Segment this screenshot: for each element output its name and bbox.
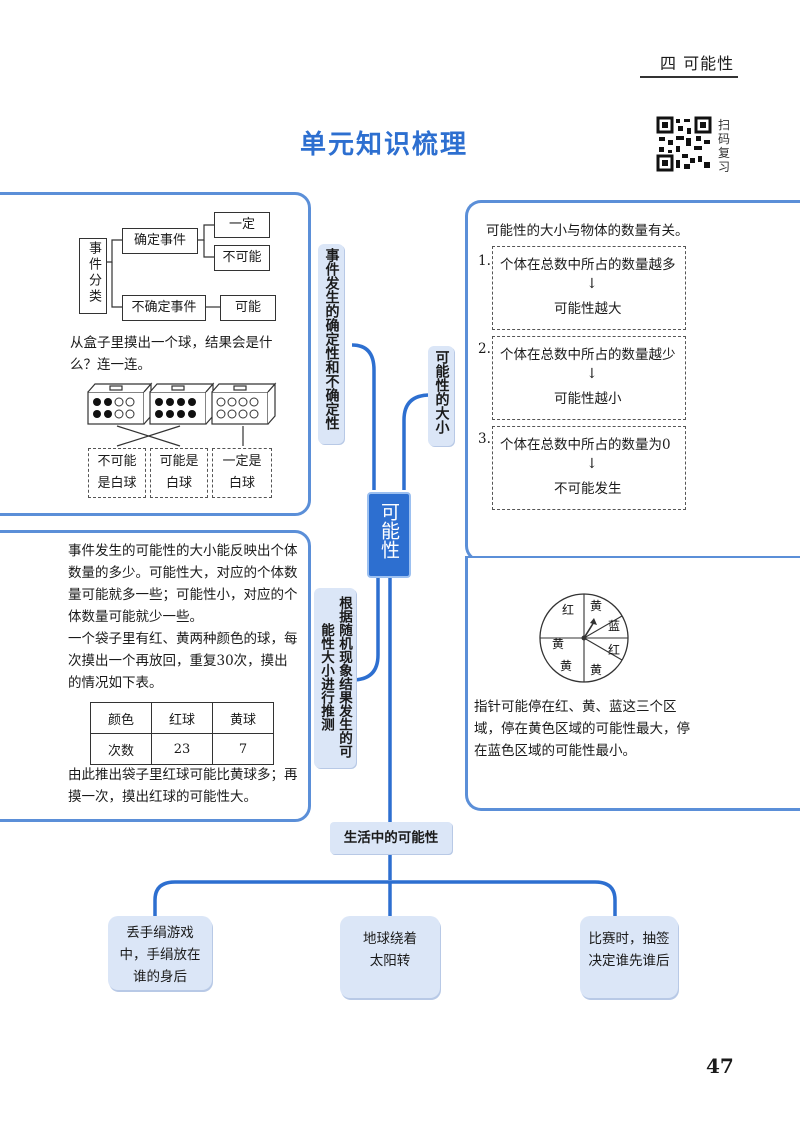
event-classification-root: 事件分类 (79, 238, 107, 314)
table-row-label: 次数 (90, 733, 152, 765)
inference-conclusion: 由此推出袋子里红球可能比黄球多；再摸一次，摸出红球的可能性大。 (68, 767, 298, 805)
answer-possible-white: 可能是白球 (150, 448, 208, 498)
sector-label: 蓝 (608, 619, 620, 633)
magnitude-item-2 (492, 336, 686, 420)
classification-tree-lines (105, 224, 220, 308)
table-header-red: 红球 (151, 702, 213, 734)
magnitude-panel (465, 200, 800, 562)
arrow-down-icon: ↓ (586, 276, 598, 292)
uncertain-event-box: 不确定事件 (122, 295, 206, 321)
magnitude-item-2-result: 可能性越小 (554, 391, 622, 407)
magnitude-item-2-num: 2. (478, 341, 491, 357)
life-example-1: 丢手绢游戏中，手绢放在谁的身后 (108, 916, 212, 990)
sector-label: 黄 (552, 637, 564, 651)
sector-label: 红 (608, 642, 620, 657)
life-example-3: 比赛时，抽签决定谁先谁后 (580, 916, 678, 998)
table-cell-yellow: 7 (212, 733, 274, 765)
impossible-box: 不可能 (214, 245, 270, 271)
center-node: 可能性 (367, 492, 411, 578)
header-rule (640, 76, 738, 78)
page-title: 单元知识梳理 (300, 130, 469, 160)
answer-impossible-white: 不可能是白球 (88, 448, 146, 498)
sector-label: 红 (562, 602, 574, 617)
arrow-down-icon: ↓ (586, 366, 598, 382)
sector-label: 黄 (560, 659, 572, 673)
page-number: 47 (706, 1054, 734, 1078)
inference-paragraph-2: 一个袋子里有红、黄两种颜色的球，每次摸出一个再放回，重复30次，摸出的情况如下表… (68, 631, 298, 691)
magnitude-intro: 可能性的大小与物体的数量有关。 (486, 223, 689, 239)
ball-question: 从盒子里摸出一个球，结果会是什么？连一连。 (70, 335, 273, 373)
magnitude-item-3-result: 不可能发生 (554, 481, 622, 497)
branch-label-inference: 根据随机现象结果发生的可能性大小进行推测 (314, 588, 356, 768)
inference-panel (0, 530, 311, 822)
ball-frequency-table: 颜色 红球 黄球 次数 23 7 (90, 702, 274, 765)
certain-event-box: 确定事件 (122, 228, 198, 254)
life-example-2: 地球绕着太阳转 (340, 916, 440, 998)
table-header-color: 颜色 (90, 702, 152, 734)
qr-code-icon[interactable] (656, 116, 712, 172)
life-possibility-node: 生活中的可能性 (330, 822, 452, 854)
arrow-down-icon: ↓ (586, 456, 598, 472)
magnitude-item-3 (492, 426, 686, 510)
magnitude-item-1 (492, 246, 686, 330)
sector-label: 黄 (590, 599, 602, 613)
magnitude-item-3-condition: 个体在总数中所占的数量为0 (500, 437, 671, 453)
magnitude-item-1-result: 可能性越大 (554, 301, 622, 317)
magnitude-item-1-num: 1. (478, 253, 491, 269)
sector-label: 黄 (590, 663, 602, 677)
answer-certain-white: 一定是白球 (212, 448, 272, 498)
table-header-yellow: 黄球 (212, 702, 274, 734)
ball-boxes-illustration (87, 382, 277, 447)
spinner-wheel: 黄 蓝 红 黄 黄 黄 红 (539, 593, 629, 683)
magnitude-item-3-num: 3. (478, 431, 491, 447)
scan-review-label: 扫码复习 (718, 118, 731, 174)
table-cell-red: 23 (151, 733, 213, 765)
must-box: 一定 (214, 212, 270, 238)
chapter-title: 四 可能性 (660, 54, 735, 73)
spinner-panel (465, 556, 800, 811)
branch-label-certainty: 事件发生的确定性和不确定性 (318, 244, 344, 444)
spinner-description: 指针可能停在红、黄、蓝这三个区域，停在黄色区域的可能性最大，停在蓝色区域的可能性… (474, 699, 690, 759)
possible-box: 可能 (220, 295, 276, 321)
inference-paragraph-1: 事件发生的可能性的大小能反映出个体数量的多少。可能性大，对应的个体数量可能就多一… (68, 543, 298, 625)
branch-label-magnitude: 可能性的大小 (428, 346, 454, 446)
magnitude-item-1-condition: 个体在总数中所占的数量越多 (500, 257, 676, 273)
magnitude-item-2-condition: 个体在总数中所占的数量越少 (500, 347, 676, 363)
